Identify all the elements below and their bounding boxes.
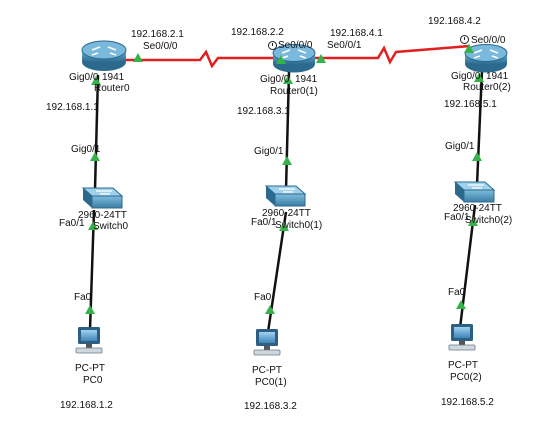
r2-name: Router0(2) [463, 82, 511, 93]
sw0-up-if: Gig0/1 [71, 144, 101, 155]
sw2-name: Switch0(2) [465, 215, 513, 226]
serial-link-r1-r2[interactable] [310, 44, 471, 65]
pc-icon[interactable] [253, 329, 281, 356]
pc2-type: PC-PT [448, 360, 478, 371]
link-status-up-icon [468, 217, 478, 226]
sw2-up-if: Gig0/1 [445, 141, 475, 152]
r2-model: 1941 [486, 71, 509, 82]
pc2-ip: 192.168.5.2 [441, 397, 494, 408]
sw2-model: 2960-24TT [453, 203, 502, 214]
r1-model: 1941 [295, 74, 318, 85]
switch-icon[interactable] [453, 181, 496, 203]
r1-gig-ip: 192.168.3.1 [237, 106, 290, 117]
link-status-up-icon [472, 152, 482, 161]
link-status-up-icon [283, 75, 293, 84]
pc2-if: Fa0 [448, 287, 466, 298]
pc-icon[interactable] [448, 324, 476, 351]
ethernet-link-r1-sw1[interactable] [284, 71, 291, 191]
pc0-ip: 192.168.1.2 [60, 400, 113, 411]
sw0-model: 2960-24TT [78, 210, 127, 221]
pc1-if: Fa0 [254, 292, 272, 303]
link-status-up-icon [474, 73, 484, 82]
link-status-up-icon [85, 305, 95, 314]
sw1-model: 2960-24TT [262, 208, 311, 219]
link-status-up-icon [464, 44, 474, 53]
pc0-type: PC-PT [75, 363, 105, 374]
r0-model: 1941 [102, 72, 125, 83]
r0-gig-if: Gig0/0 [69, 72, 99, 83]
r0-serial-if: Se0/0/0 [143, 41, 178, 52]
sw1-up-if: Gig0/1 [254, 146, 284, 157]
link-status-up-icon [282, 156, 292, 165]
r2-serial-ip: 192.168.4.2 [428, 16, 481, 27]
r1-gig-if: Gig0/0 [260, 74, 290, 85]
link-status-up-icon [316, 54, 326, 63]
ethernet-link-r2-sw2[interactable] [475, 69, 484, 186]
clock-icon [268, 41, 277, 50]
r1-serial-ip-right: 192.168.4.1 [330, 28, 383, 39]
pc1-ip: 192.168.3.2 [244, 401, 297, 412]
sw0-name: Switch0 [93, 221, 129, 232]
link-status-up-icon [265, 305, 275, 314]
pc0-if: Fa0 [74, 292, 92, 303]
sw2-down-if: Fa0/1 [444, 212, 470, 223]
ethernet-link-r0-sw0[interactable] [93, 74, 100, 191]
r2-gig-ip: 192.168.5.1 [444, 99, 497, 110]
router-icon[interactable] [81, 40, 127, 71]
r0-gig-ip: 192.168.1.1 [46, 102, 99, 113]
r0-name: Router0 [94, 83, 130, 94]
link-status-up-icon [88, 221, 98, 230]
link-status-up-icon [133, 53, 143, 62]
pc0-name: PC0 [83, 375, 103, 386]
r1-serial-if-right: Se0/0/1 [327, 40, 362, 51]
pc1-name: PC0(1) [255, 377, 287, 388]
sw1-down-if: Fa0/1 [251, 217, 277, 228]
sw1-name: Switch0(1) [275, 220, 323, 231]
router-icon[interactable] [464, 44, 508, 73]
r1-serial-if-left: Se0/0/0 [278, 40, 313, 51]
sw0-down-if: Fa0/1 [59, 218, 85, 229]
r2-serial-if: Se0/0/0 [471, 35, 506, 46]
link-status-up-icon [456, 300, 466, 309]
switch-icon[interactable] [81, 187, 124, 209]
link-status-up-icon [90, 152, 100, 161]
r1-serial-ip-left: 192.168.2.2 [231, 27, 284, 38]
pc1-type: PC-PT [252, 365, 282, 376]
link-status-up-icon [279, 222, 289, 231]
link-status-up-icon [276, 55, 286, 64]
r0-serial-ip: 192.168.2.1 [131, 29, 184, 40]
r1-name: Router0(1) [270, 86, 318, 97]
switch-icon[interactable] [264, 185, 307, 207]
pc2-name: PC0(2) [450, 372, 482, 383]
r2-gig-if: Gig0/0 [451, 71, 481, 82]
serial-link-r0-r1[interactable] [120, 49, 282, 69]
clock-icon [460, 35, 469, 44]
link-status-up-icon [91, 76, 101, 85]
pc-icon[interactable] [75, 327, 103, 354]
